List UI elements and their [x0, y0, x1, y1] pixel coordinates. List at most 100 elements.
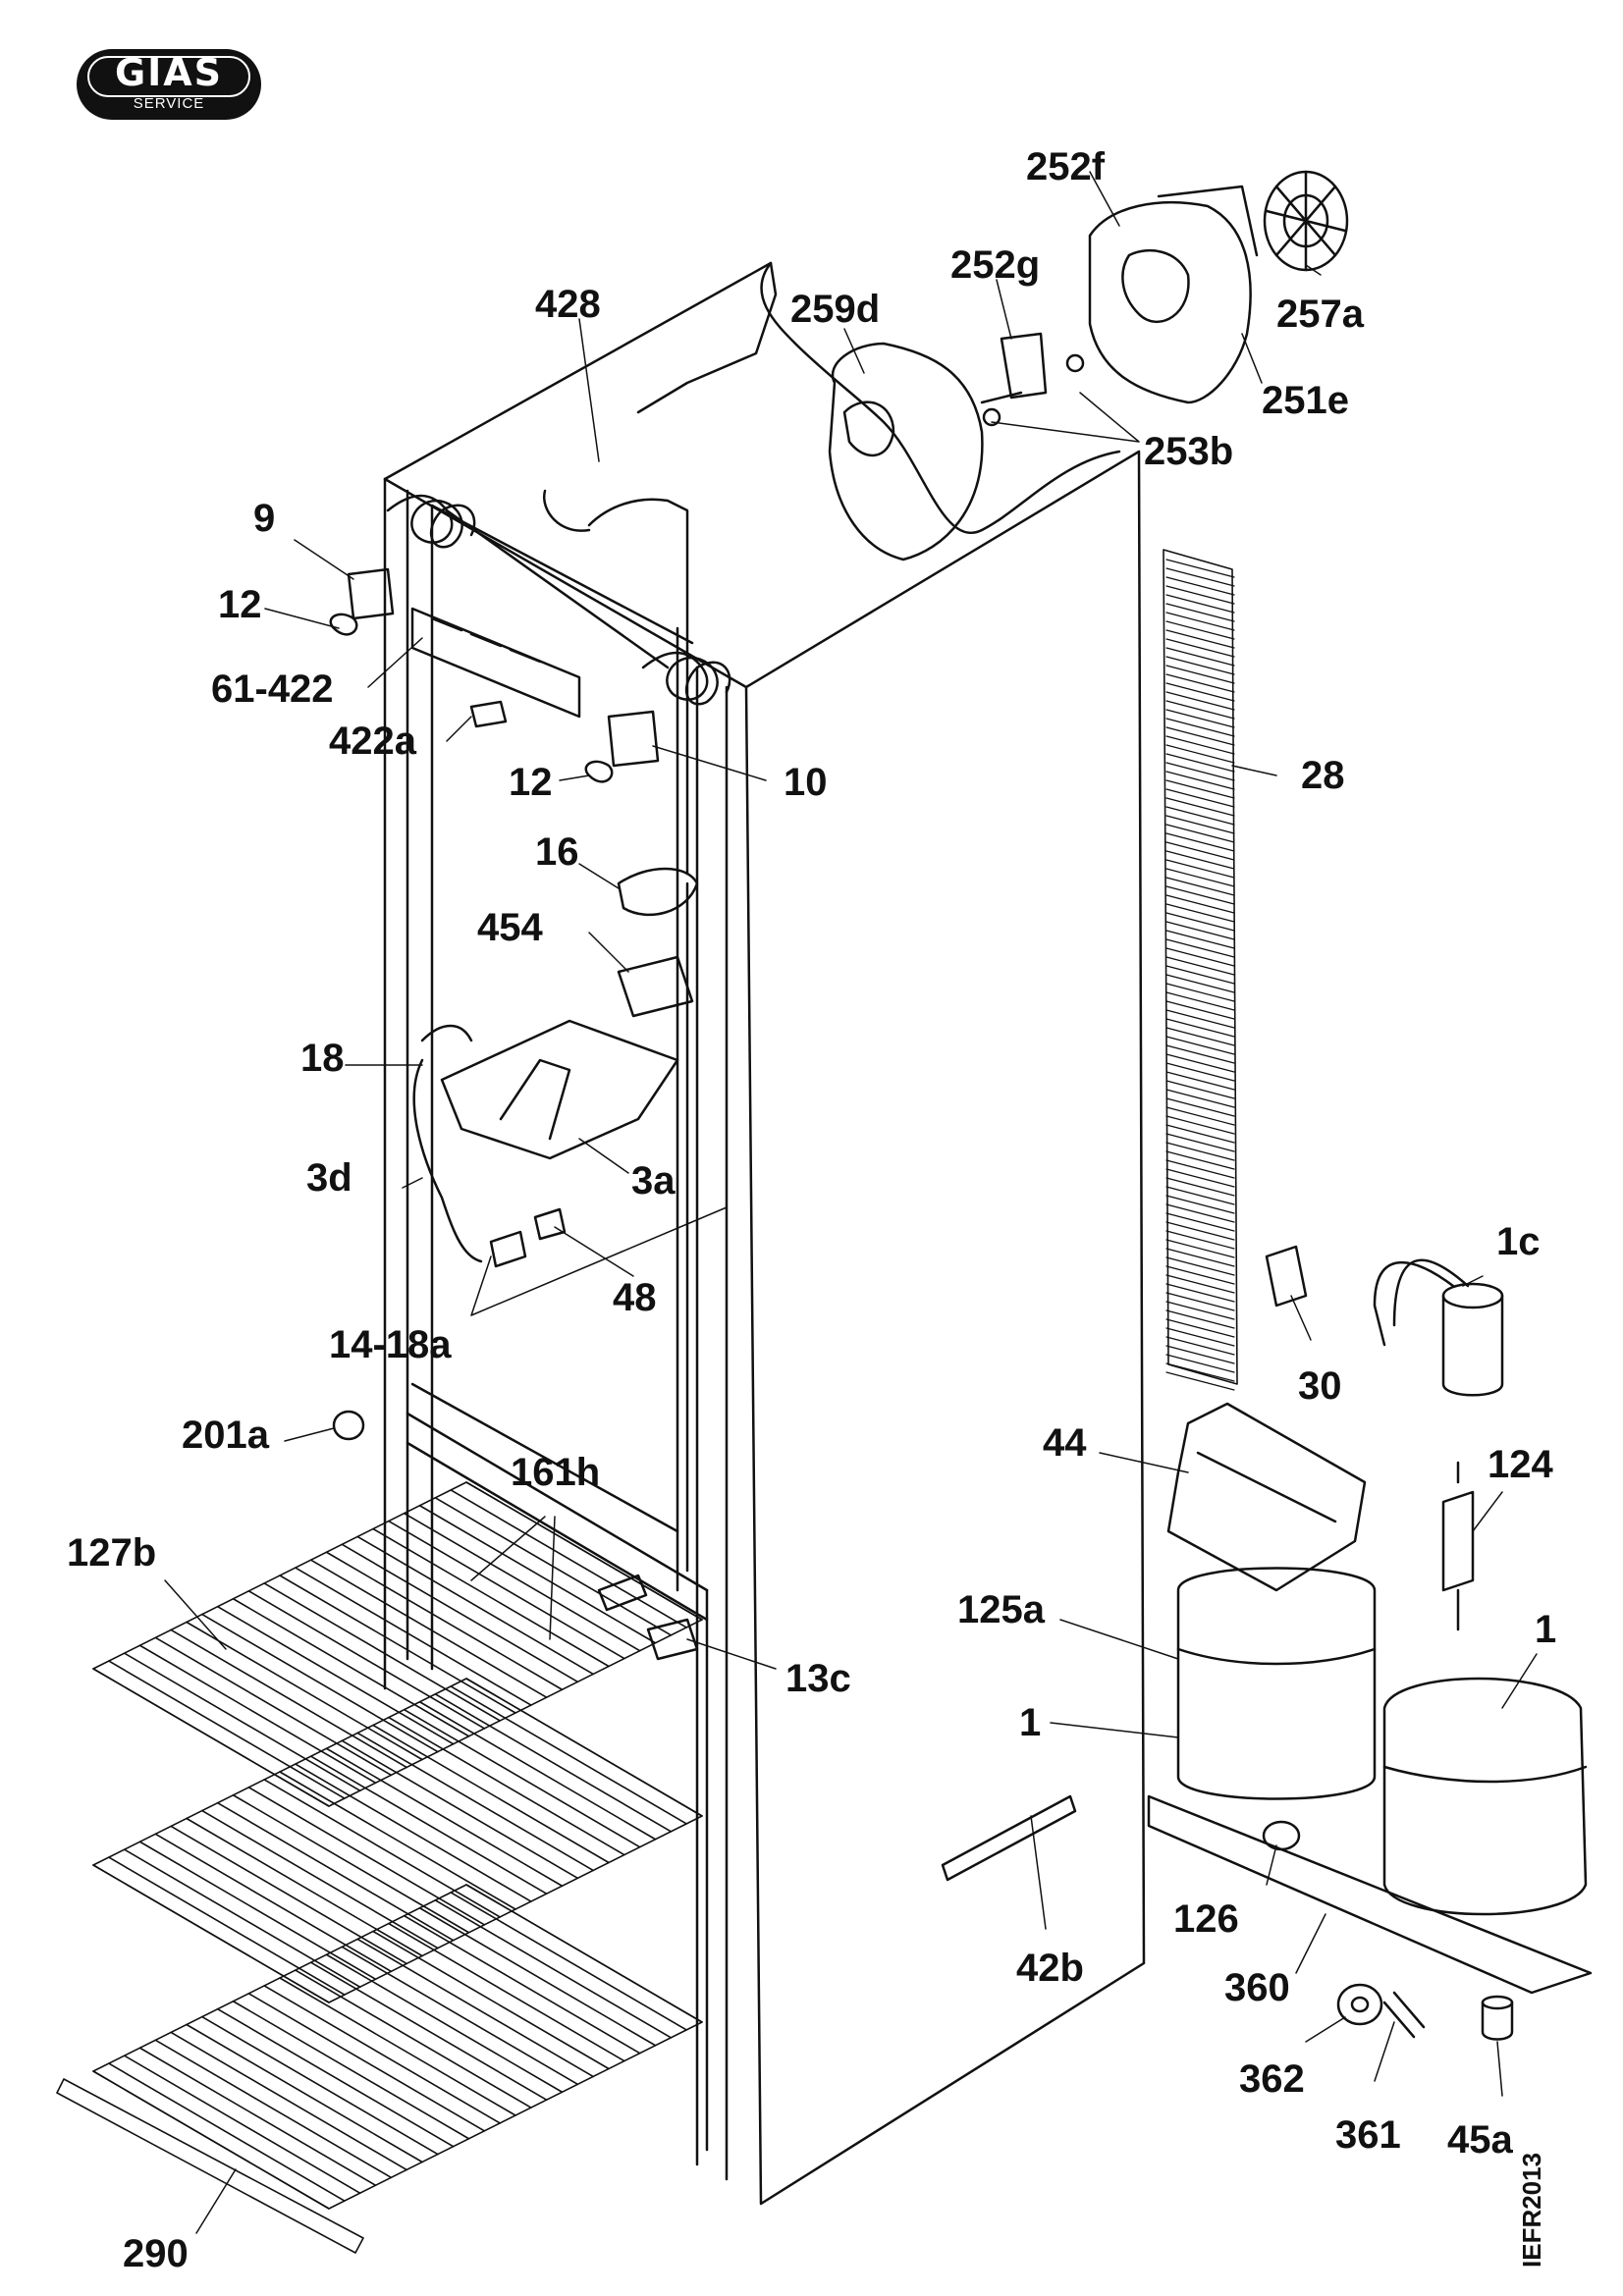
part-label-428[interactable]: 428 [535, 283, 601, 326]
shelf-wire [138, 2047, 377, 2187]
part-label-45a[interactable]: 45a [1447, 2118, 1513, 2162]
shelf-wire [247, 1787, 486, 1926]
part-label-48[interactable]: 48 [613, 1276, 657, 1319]
condenser-fin [1165, 691, 1235, 711]
condenser-fin [1165, 1256, 1235, 1276]
fan-motor [980, 332, 1085, 427]
shelf-wire [356, 1732, 594, 1872]
condenser-fin [1165, 709, 1235, 728]
part-label-44[interactable]: 44 [1043, 1421, 1087, 1465]
condenser-fin [1165, 824, 1235, 843]
shelf-wire [186, 1621, 423, 1761]
part-label-3a[interactable]: 3a [631, 1159, 676, 1202]
part-label-12-lower[interactable]: 12 [509, 761, 553, 804]
part-label-42b[interactable]: 42b [1016, 1947, 1084, 1990]
condenser-fin [1165, 1221, 1235, 1241]
part-label-61-422[interactable]: 61-422 [211, 667, 334, 711]
fan-blade [1263, 170, 1349, 272]
part-label-362[interactable]: 362 [1239, 2057, 1305, 2101]
shelf-wire [372, 1724, 610, 1864]
part-label-360[interactable]: 360 [1224, 1966, 1290, 2009]
condenser-fin [1165, 1124, 1235, 1144]
shelf-wire [372, 1930, 610, 2070]
part-label-125a[interactable]: 125a [957, 1588, 1045, 1631]
shelf-wire [154, 1636, 393, 1777]
shelf-wire [186, 2023, 423, 2163]
part-label-126[interactable]: 126 [1173, 1897, 1239, 1941]
shelf-wire [403, 1914, 641, 2055]
shelf-wire [325, 1551, 564, 1691]
part-label-3d[interactable]: 3d [306, 1156, 352, 1200]
fan-cover [828, 342, 984, 561]
condenser-fin [1165, 762, 1235, 781]
condenser-fin [1165, 877, 1235, 896]
clip-30 [1265, 1245, 1308, 1308]
shelf-wire [295, 1969, 532, 2109]
condenser-fin [1165, 903, 1235, 923]
part-label-1-left[interactable]: 1 [1019, 1701, 1042, 1744]
part-label-124[interactable]: 124 [1488, 1443, 1553, 1486]
bulb-201a [332, 1410, 365, 1441]
part-label-454[interactable]: 454 [477, 906, 543, 949]
shelf-wire [341, 1543, 579, 1683]
part-label-14-18a[interactable]: 14-18a [329, 1323, 452, 1366]
condenser-fin [1165, 1106, 1235, 1126]
part-label-161h[interactable]: 161h [511, 1451, 601, 1494]
condenser-fin [1165, 1027, 1235, 1046]
shelf-wire [263, 1582, 501, 1722]
shelf-wire [92, 1668, 330, 1807]
thermostat-10 [584, 710, 660, 783]
part-label-201a[interactable]: 201a [182, 1414, 269, 1457]
condenser-fin [1165, 788, 1235, 808]
shelf-wire [450, 1685, 687, 1825]
shelf-wire [138, 1644, 377, 1785]
shelf-wire [154, 2039, 393, 2179]
part-label-251e[interactable]: 251e [1262, 379, 1349, 422]
part-label-28[interactable]: 28 [1301, 754, 1345, 797]
fan-housing [1088, 185, 1259, 404]
part-label-290[interactable]: 290 [123, 2232, 189, 2275]
part-label-1c[interactable]: 1c [1496, 1220, 1541, 1263]
condenser-fin [1165, 841, 1235, 861]
part-label-10[interactable]: 10 [784, 761, 828, 804]
part-label-252g[interactable]: 252g [950, 243, 1041, 287]
part-label-422a[interactable]: 422a [329, 720, 416, 763]
condenser-fin [1165, 718, 1235, 737]
condenser-fin [1165, 1248, 1235, 1267]
part-label-253b[interactable]: 253b [1144, 430, 1234, 473]
shelf-wire [232, 2000, 470, 2140]
condenser-fin [1165, 947, 1235, 967]
condenser-fin [1165, 1150, 1235, 1170]
condenser-fin [1165, 1354, 1235, 1373]
part-label-16[interactable]: 16 [535, 830, 579, 874]
part-label-259d[interactable]: 259d [790, 288, 881, 331]
part-label-12-upper[interactable]: 12 [218, 583, 262, 626]
shelf-wire [186, 1817, 423, 1957]
shelf-wire [92, 2070, 330, 2210]
part-label-18[interactable]: 18 [300, 1037, 345, 1080]
condenser-fin [1165, 753, 1235, 773]
condenser-fin [1165, 629, 1235, 649]
condenser-fin [1165, 1371, 1235, 1391]
wire-shelves [56, 1481, 703, 2254]
shelf-wire [434, 1693, 673, 1833]
condenser-fin [1165, 1230, 1235, 1250]
part-label-13c[interactable]: 13c [785, 1657, 851, 1700]
part-label-361[interactable]: 361 [1335, 2113, 1401, 2157]
part-label-127b[interactable]: 127b [67, 1531, 157, 1575]
shelf-wire [263, 1985, 501, 2124]
part-label-1-right[interactable]: 1 [1535, 1608, 1557, 1651]
shelf-wire [170, 2031, 407, 2171]
part-label-30[interactable]: 30 [1298, 1364, 1342, 1408]
condenser-fin [1165, 1265, 1235, 1285]
shelf-wire [418, 1700, 657, 1841]
control-board-61-422 [410, 607, 581, 719]
part-label-9[interactable]: 9 [253, 497, 276, 540]
condenser-fin [1165, 771, 1235, 790]
condenser-fin [1165, 859, 1235, 879]
condenser-fin [1165, 1036, 1235, 1055]
part-label-257a[interactable]: 257a [1276, 293, 1364, 336]
shelf-wire [108, 1660, 346, 1799]
part-label-252f[interactable]: 252f [1026, 145, 1106, 188]
condenser-fin [1165, 1000, 1235, 1020]
